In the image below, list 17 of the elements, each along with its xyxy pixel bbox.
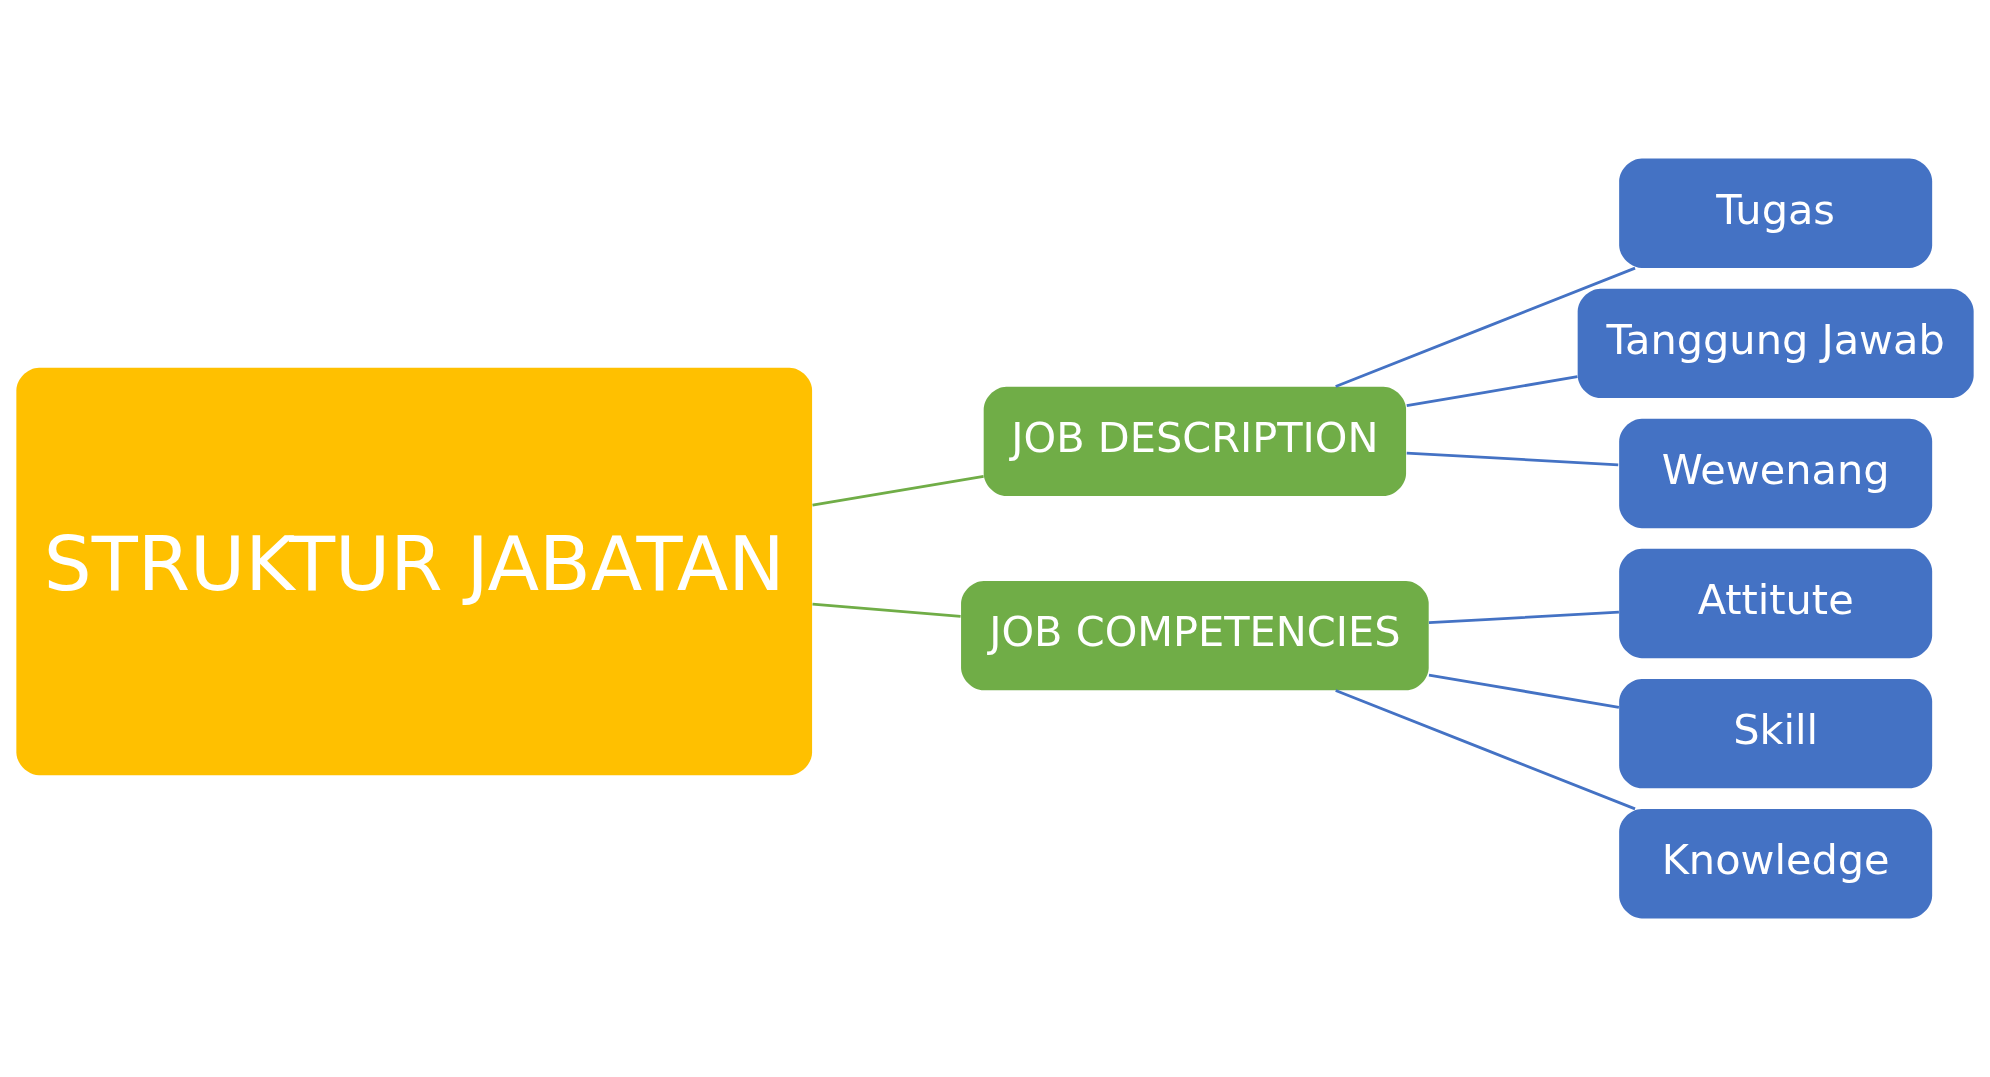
node-box: Attitute (1619, 548, 1933, 659)
connector (812, 602, 961, 618)
node-box: JOB COMPETENCIES (961, 580, 1429, 691)
node-box: STRUKTUR JABATAN (16, 367, 813, 776)
connector (812, 475, 984, 507)
connector (1428, 673, 1620, 709)
connector (1428, 610, 1619, 625)
connector (1335, 689, 1636, 811)
node-box: Tugas (1619, 158, 1933, 268)
node-box: Wewenang (1619, 418, 1933, 529)
connector (1406, 375, 1578, 408)
node-box: JOB DESCRIPTION (983, 386, 1407, 497)
node-box: Tanggung Jawab (1577, 288, 1974, 398)
connector (1406, 451, 1619, 467)
connector (1335, 266, 1636, 388)
node-box: Knowledge (1619, 809, 1933, 919)
node-box: Skill (1619, 679, 1933, 789)
